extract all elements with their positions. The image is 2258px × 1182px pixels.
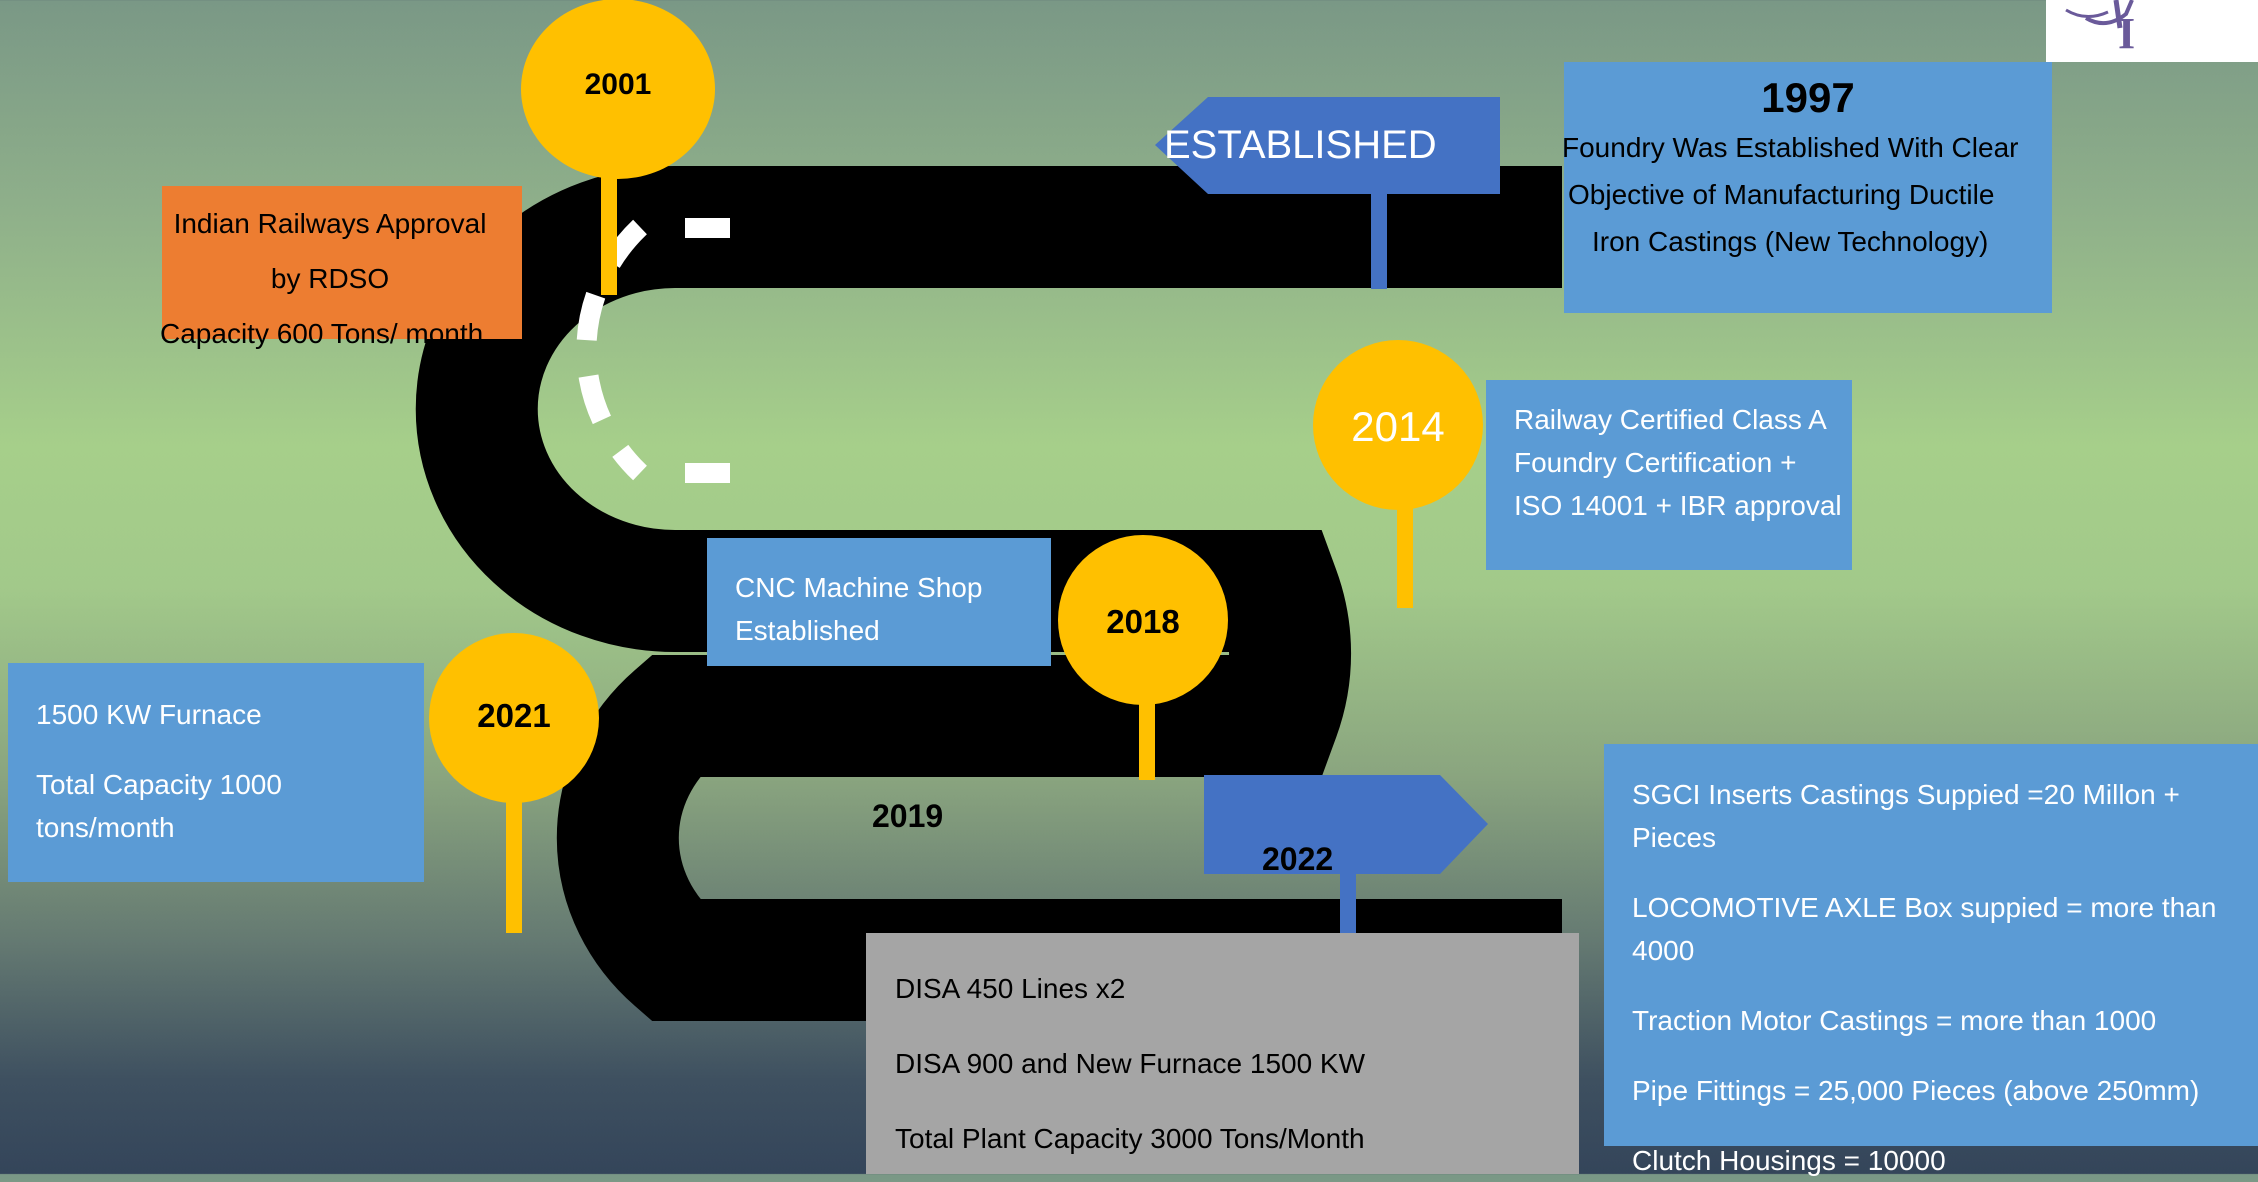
milestone-label-2022: 2022 [1262,841,1334,877]
milestone-label-2018: 2018 [1106,603,1180,640]
box-2014: Railway Certified Class A Foundry Certif… [1486,380,1852,570]
box-2014-line: ISO 14001 + IBR approval [1514,490,1842,521]
box-2001-text: Indian Railways Approval by RDSO Capacit… [160,196,500,361]
milestone-circle-2001 [521,0,715,179]
box-2021-line: 1500 KW Furnace [36,699,262,730]
milestone-label-2001: 2001 [584,68,652,101]
box-2022-line: Clutch Housings = 10000 [1632,1145,1946,1176]
box-2022-text: SGCI Inserts Castings Suppied =20 Millon… [1632,773,2252,1182]
box-1997: 1997 Foundry Was Established With Clear … [1562,62,2052,313]
box-2021: 1500 KW Furnace Total Capacity 1000 tons… [8,663,424,882]
company-logo: I [2046,0,2258,62]
arrow-sign-2022 [1204,775,1488,874]
box-2019-line: DISA 450 Lines x2 [895,973,1126,1004]
box-2022-line: SGCI Inserts Castings Suppied =20 Millon… [1632,779,2180,810]
established-sign-label: ESTABLISHED [1164,123,1437,167]
milestone-post-2001 [601,160,617,295]
box-2022-line: Traction Motor Castings = more than 1000 [1632,1005,2157,1036]
logo-mark-icon [2065,0,2134,29]
established-arrow-sign [1155,97,1500,194]
box-2018-line: CNC Machine Shop [735,572,983,603]
milestone-label-2021: 2021 [477,697,551,734]
box-2021-line: tons/month [36,812,175,843]
box-2019-line: DISA 900 and New Furnace 1500 KW [895,1048,1366,1079]
box-2001-line: Indian Railways Approval [173,208,487,239]
box-1997-year: 1997 [1761,74,1855,121]
box-1997-line: Foundry Was Established With Clear [1562,132,2019,163]
milestone-post-2021 [506,770,522,933]
box-2014-line: Foundry Certification + [1514,447,1797,478]
box-2018-line: Established [735,615,880,646]
milestone-circle-2021 [429,633,599,803]
box-2022-line: Pipe Fittings = 25,000 Pieces (above 250… [1632,1075,2200,1106]
box-2001-line: Capacity 600 Tons/ month [160,318,484,349]
box-2022-line: Pieces [1632,822,1717,853]
milestone-post-2014 [1397,480,1413,608]
box-2021-line: Total Capacity 1000 [36,769,282,800]
box-2022-line: 4000 [1632,935,1695,966]
milestone-label-2019: 2019 [872,798,944,834]
box-2019: DISA 450 Lines x2 DISA 900 and New Furna… [866,933,1579,1174]
box-2001 [162,186,522,339]
box-2022-line: LOCOMOTIVE AXLE Box suppied = more than [1632,892,2217,923]
box-1997-line: Iron Castings (New Technology) [1592,226,1989,257]
box-2019-line: Total Plant Capacity 3000 Tons/Month [895,1123,1365,1154]
box-2018: CNC Machine Shop Established [707,538,1051,666]
box-2022 [1604,744,2258,1146]
box-2014-line: Railway Certified Class A [1514,404,1827,435]
milestone-circle-2018 [1058,535,1228,705]
box-1997-line: Objective of Manufacturing Ductile [1568,179,1995,210]
milestone-label-2014: 2014 [1351,403,1445,450]
established-sign-post [1371,194,1387,289]
sign-post-2022 [1340,874,1356,934]
milestone-circle-2014 [1313,340,1483,510]
box-2001-line: by RDSO [270,263,390,294]
logo-letter: I [2118,9,2136,58]
box-1997-text: Foundry Was Established With Clear Objec… [1562,124,2112,265]
